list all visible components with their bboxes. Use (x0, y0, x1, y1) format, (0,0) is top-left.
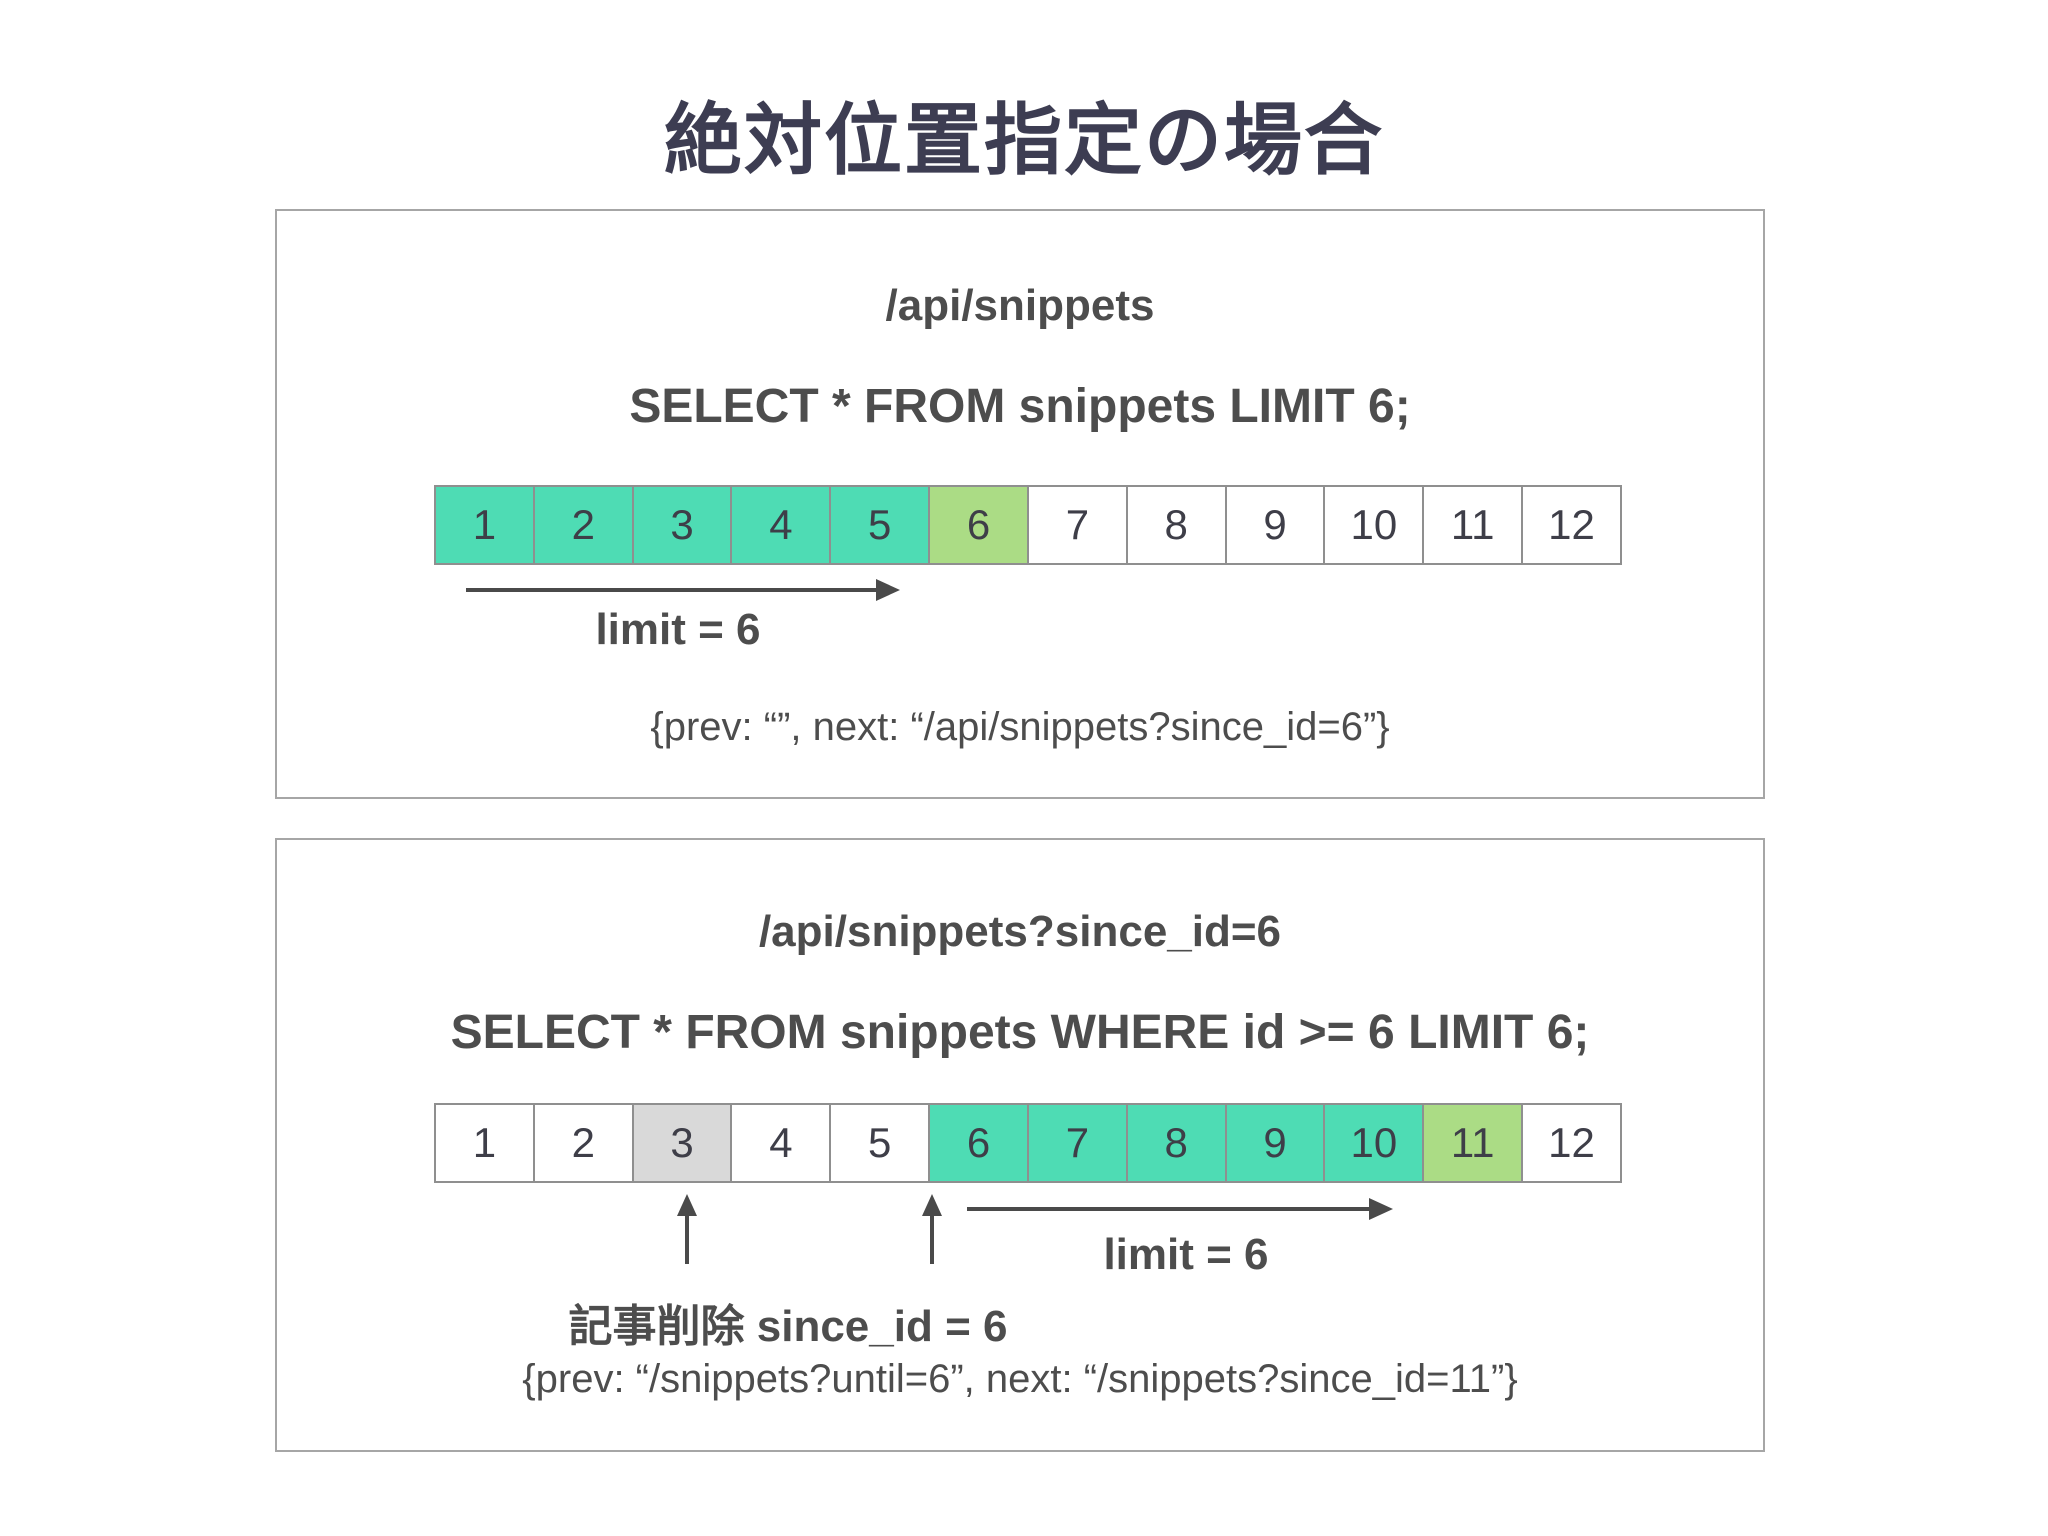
record-cell-6: 6 (928, 1103, 1029, 1183)
second-request-panel: /api/snippets?since_id=6 SELECT * FROM s… (275, 838, 1765, 1452)
record-cell-12: 12 (1521, 485, 1622, 565)
record-cell-9: 9 (1224, 1103, 1326, 1183)
pointer-caption: 記事削除 since_id = 6 (488, 1290, 1088, 1354)
deleted-pointer-arrow (685, 1212, 689, 1264)
record-cell-2: 2 (532, 1103, 634, 1183)
record-cell-4: 4 (730, 1103, 832, 1183)
deleted-record-label: 記事削除 (568, 1302, 745, 1351)
record-cell-10: 10 (1323, 485, 1425, 565)
record-cell-9: 9 (1224, 485, 1326, 565)
record-cell-7: 7 (1026, 1103, 1128, 1183)
record-cell-5: 5 (829, 1103, 931, 1183)
record-cell-8: 8 (1125, 485, 1227, 565)
sql-query: SELECT * FROM snippets WHERE id >= 6 LIM… (450, 1006, 1590, 1059)
limit-range-arrow (967, 1207, 1373, 1211)
page-title: 絶対位置指定の場合 (663, 96, 1384, 184)
record-cell-10: 10 (1323, 1103, 1425, 1183)
record-cell-11: 11 (1422, 1103, 1524, 1183)
record-cell-11: 11 (1422, 485, 1524, 565)
record-cell-3: 3 (631, 1103, 733, 1183)
record-cell-6: 6 (928, 485, 1029, 565)
first-request-panel: /api/snippets SELECT * FROM snippets LIM… (275, 209, 1765, 799)
limit-label: limit = 6 (1103, 1230, 1269, 1279)
sql-query: SELECT * FROM snippets LIMIT 6; (629, 380, 1411, 433)
record-cell-2: 2 (532, 485, 634, 565)
endpoint-path: /api/snippets (885, 281, 1155, 330)
limit-range-arrow (466, 588, 880, 592)
record-cell-1: 1 (434, 1103, 535, 1183)
record-cell-3: 3 (631, 485, 733, 565)
since-pointer-arrow (930, 1212, 934, 1264)
since-id-label: since_id = 6 (756, 1302, 1008, 1351)
record-cell-7: 7 (1026, 485, 1128, 565)
record-cell-4: 4 (730, 485, 832, 565)
record-cell-8: 8 (1125, 1103, 1227, 1183)
response-json: {prev: “/snippets?until=6”, next: “/snip… (522, 1357, 1518, 1401)
endpoint-path: /api/snippets?since_id=6 (758, 907, 1282, 956)
record-cell-1: 1 (434, 485, 535, 565)
record-cell-5: 5 (829, 485, 931, 565)
record-cell-12: 12 (1521, 1103, 1622, 1183)
response-json: {prev: “”, next: “/api/snippets?since_id… (650, 705, 1390, 749)
limit-label: limit = 6 (595, 605, 761, 654)
